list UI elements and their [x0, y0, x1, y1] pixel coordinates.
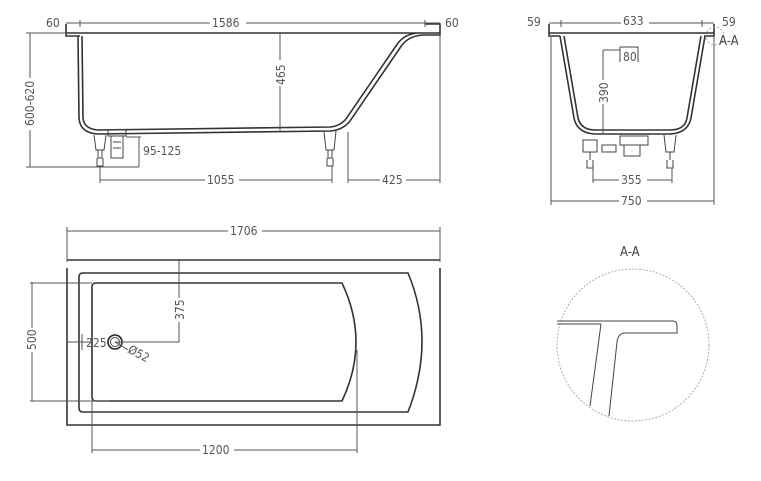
- section-a-a-marker: [705, 26, 725, 46]
- plan-inner-width-label: 500: [25, 329, 39, 350]
- end-left-rim-label: 59: [527, 15, 541, 29]
- plan-rim-outline: [78, 272, 423, 413]
- side-length-label: 1586: [212, 16, 240, 30]
- dim-line-225: [67, 334, 92, 350]
- side-right-foot: [323, 130, 337, 167]
- end-feet-spacing-label: 355: [621, 173, 642, 187]
- dim-line-375: [115, 260, 180, 343]
- end-width-label: 633: [623, 14, 644, 28]
- end-tub-outline: [548, 24, 715, 135]
- plan-length-label: 1706: [230, 224, 258, 238]
- side-depth-label: 465: [274, 64, 288, 85]
- side-left-rim-label: 60: [46, 16, 60, 30]
- side-view: 60 1586 60 600-620 465 95-125 1055 425: [22, 16, 459, 187]
- dim-line-1586: [66, 20, 440, 27]
- end-section-label: A-A: [719, 34, 739, 49]
- plan-inner-length-label: 1200: [202, 443, 230, 457]
- detail-rim-profile: [557, 320, 678, 417]
- end-overflow-height-label: 390: [597, 82, 611, 103]
- plan-drain-diameter-label: Ø52: [126, 342, 152, 365]
- detail-circle: [556, 268, 710, 422]
- side-tub-outline: [65, 23, 441, 135]
- dim-line-diameter: [114, 341, 129, 351]
- plan-drain-offset-y-label: 375: [173, 299, 187, 320]
- end-view: 59 633 59 A-A 80 390 355 750: [527, 14, 739, 208]
- side-drain-height-label: 95-125: [143, 144, 181, 158]
- plan-view: 1706 375 225 Ø52 500 1200: [24, 224, 441, 457]
- detail-a-a: A-A: [556, 245, 710, 422]
- side-drain-fitting: [107, 129, 127, 159]
- end-fittings: [582, 134, 677, 169]
- end-overflow-label: 80: [623, 50, 637, 64]
- end-total-width-label: 750: [621, 194, 642, 208]
- side-feet-spacing-label: 1055: [207, 173, 234, 187]
- side-right-rim-label: 60: [445, 16, 459, 30]
- plan-outer-outline: [66, 259, 441, 426]
- end-right-rim-label: 59: [722, 15, 736, 29]
- dim-line-95-125: [126, 136, 141, 167]
- plan-drain-offset-x-label: 225: [86, 336, 107, 350]
- detail-title: A-A: [620, 245, 640, 260]
- side-height-label: 600-620: [23, 81, 37, 126]
- side-left-foot: [93, 134, 107, 167]
- side-slope-label: 425: [382, 173, 403, 187]
